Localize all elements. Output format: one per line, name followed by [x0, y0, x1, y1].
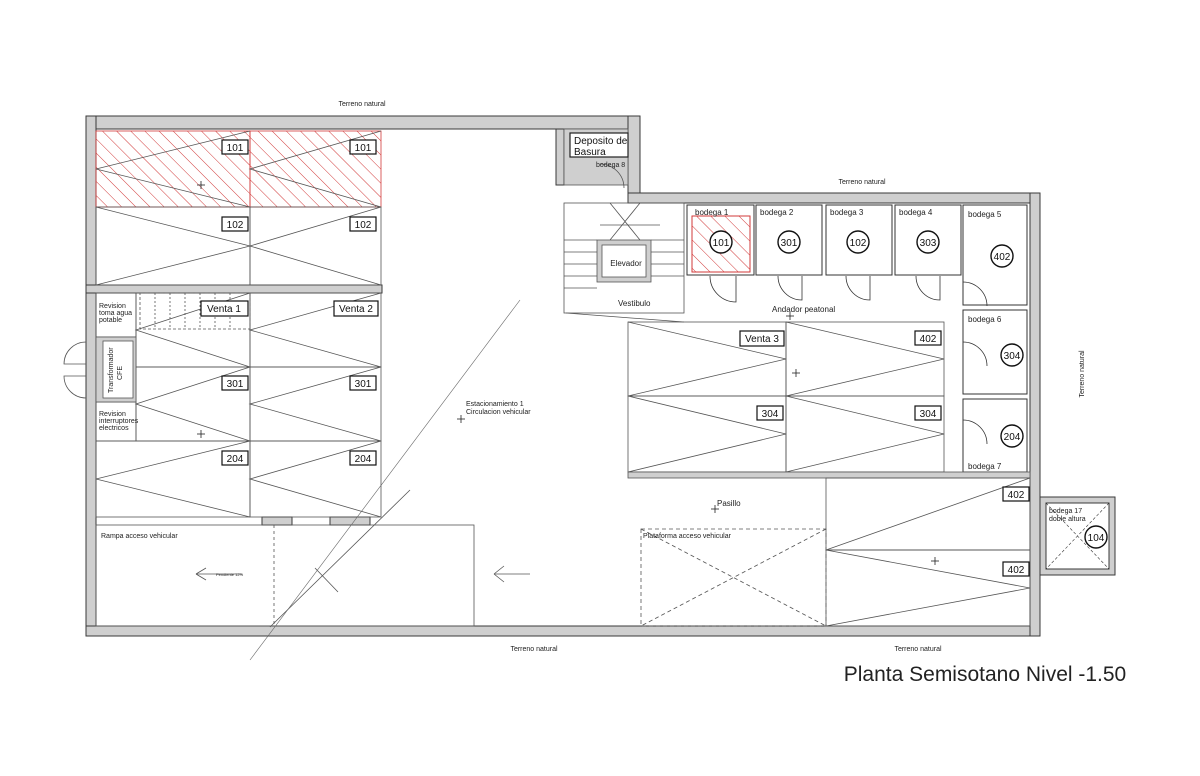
ramp-area	[95, 299, 530, 661]
svg-text:Pasillo: Pasillo	[717, 499, 741, 508]
svg-text:Rampa acceso vehicular: Rampa acceso vehicular	[101, 533, 178, 540]
svg-text:Venta 2: Venta 2	[339, 304, 373, 315]
svg-text:301: 301	[781, 238, 798, 249]
svg-text:bodega 1: bodega 1	[695, 208, 729, 217]
svg-text:Revision: Revision	[99, 411, 126, 418]
plan-title: Planta Semisotano Nivel -1.50	[844, 663, 1127, 686]
svg-text:102: 102	[227, 220, 244, 231]
svg-text:Estacionamiento 1: Estacionamiento 1	[466, 401, 524, 408]
svg-text:bodega 17: bodega 17	[1049, 508, 1082, 515]
core	[563, 128, 685, 323]
svg-text:bodega 5: bodega 5	[968, 210, 1002, 219]
bodegas	[686, 204, 1110, 570]
svg-text:Plataforma acceso vehicular: Plataforma acceso vehicular	[643, 533, 732, 540]
svg-text:Revision: Revision	[99, 303, 126, 310]
svg-text:402: 402	[1008, 565, 1025, 576]
terrain-right: Terreno natural	[1079, 350, 1086, 398]
svg-text:CFE: CFE	[117, 366, 124, 380]
svg-text:304: 304	[762, 409, 779, 420]
svg-text:interruptores: interruptores	[99, 418, 139, 425]
svg-text:potable: potable	[99, 317, 122, 324]
room-labels: Deposito de Basura Elevador Vestibulo An…	[99, 136, 835, 577]
svg-text:102: 102	[355, 220, 372, 231]
terrain-top: Terreno natural	[338, 101, 386, 108]
svg-text:204: 204	[355, 454, 372, 465]
svg-text:Venta 3: Venta 3	[745, 334, 779, 345]
svg-text:bodega 2: bodega 2	[760, 208, 794, 217]
svg-text:301: 301	[355, 379, 372, 390]
svg-text:101: 101	[227, 143, 244, 154]
svg-text:303: 303	[920, 238, 937, 249]
svg-text:bodega 6: bodega 6	[968, 315, 1002, 324]
svg-text:toma agua: toma agua	[99, 310, 132, 317]
terrain-mid-top: Terreno natural	[838, 179, 886, 186]
svg-text:Pendiente 12%: Pendiente 12%	[216, 572, 244, 577]
svg-text:Transformador: Transformador	[108, 347, 115, 393]
parking-right	[627, 321, 1031, 627]
terrain-bottom-right: Terreno natural	[894, 646, 942, 653]
svg-text:bodega 8: bodega 8	[596, 162, 625, 169]
terrain-bottom-left: Terreno natural	[510, 646, 558, 653]
unit-boxes	[200, 139, 1030, 577]
svg-text:301: 301	[227, 379, 244, 390]
svg-text:Deposito de: Deposito de	[574, 136, 628, 147]
svg-text:101: 101	[713, 238, 730, 249]
svg-text:Basura: Basura	[574, 147, 606, 158]
svg-text:102: 102	[850, 238, 867, 249]
bodega-circles	[709, 230, 1108, 549]
unit-box-labels: 101 101 102 102 Venta 1 Venta 2 301 301 …	[207, 143, 1025, 576]
svg-text:101: 101	[355, 143, 372, 154]
svg-text:204: 204	[227, 454, 244, 465]
svg-text:104: 104	[1088, 533, 1105, 544]
level-markers	[197, 181, 939, 565]
svg-text:Andador peatonal: Andador peatonal	[772, 305, 835, 314]
svg-text:Venta 1: Venta 1	[207, 304, 241, 315]
svg-text:bodega 4: bodega 4	[899, 208, 933, 217]
svg-text:402: 402	[994, 252, 1011, 263]
svg-text:402: 402	[1008, 490, 1025, 501]
svg-text:Elevador: Elevador	[610, 259, 642, 268]
svg-text:204: 204	[1004, 432, 1021, 443]
svg-text:402: 402	[920, 334, 937, 345]
svg-text:Circulacion vehicular: Circulacion vehicular	[466, 409, 531, 416]
svg-text:304: 304	[920, 409, 937, 420]
svg-text:304: 304	[1004, 351, 1021, 362]
bodega-unit-labels: 101 301 102 303 402 304 204 104	[713, 238, 1105, 544]
bodega-labels: bodega 1 bodega 2 bodega 3 bodega 4 bode…	[596, 162, 1086, 523]
svg-text:bodega 3: bodega 3	[830, 208, 864, 217]
svg-text:Vestibulo: Vestibulo	[618, 299, 651, 308]
svg-text:doble altura: doble altura	[1049, 516, 1086, 523]
svg-text:bodega 7: bodega 7	[968, 462, 1002, 471]
svg-text:electricos: electricos	[99, 425, 129, 432]
